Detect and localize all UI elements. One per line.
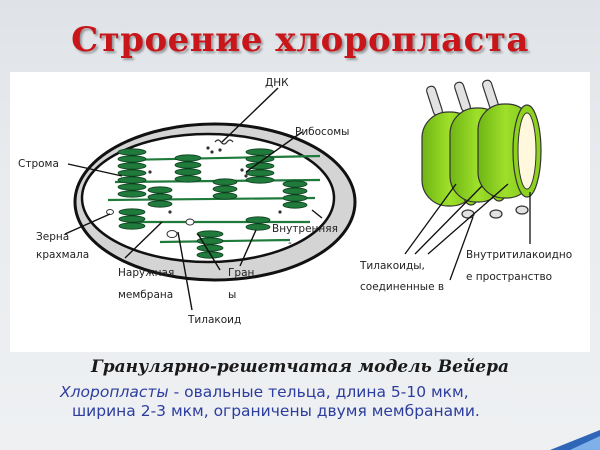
label-inner-membrane: Внутренняя <box>272 223 338 235</box>
model-title: Гранулярно-решетчатая модель Вейера <box>91 357 509 377</box>
chloroplast-section: ДНК Рибосомы Строма Внутренняя - Зерна к… <box>18 77 357 326</box>
label-intrathylakoid-1: Внутритилакоидно <box>466 249 572 261</box>
label-starch-1: Зерна <box>36 231 69 243</box>
slide-title: Строение хлоропласта <box>71 20 529 60</box>
label-stroma: Строма <box>18 158 59 170</box>
granum-stack-9 <box>245 216 271 231</box>
label-outer-membrane-1: Наружная <box>118 267 174 279</box>
chloroplast-diagram: ДНК Рибосомы Строма Внутренняя - Зерна к… <box>18 77 572 326</box>
leader-lines-right <box>404 183 531 281</box>
ribosome-dots <box>148 146 282 214</box>
next-slide-arrow-icon[interactable] <box>530 430 600 450</box>
label-grana-2: ы <box>228 289 236 301</box>
label-intrathylakoid-2: е пространство <box>466 271 552 283</box>
label-thylakoids-2: соединенные в <box>360 281 444 293</box>
leader-lines-left <box>64 87 323 311</box>
label-thylakoids-1: Тилакоиды, <box>359 260 425 272</box>
granum-stack-6 <box>245 148 275 184</box>
granum-stack-3 <box>147 186 173 208</box>
label-ribosomes: Рибосомы <box>295 126 349 138</box>
label-grana-1: Гран <box>228 267 254 279</box>
granum-stack-7 <box>282 180 308 209</box>
label-outer-membrane-2: мембрана <box>118 289 173 301</box>
description-line2: ширина 2-3 мкм, ограничены двумя мембран… <box>72 402 480 420</box>
granum-stack-4 <box>174 154 202 183</box>
granum-stack-8 <box>196 230 224 259</box>
dna-shape <box>214 139 234 145</box>
granum-model: Тилакоиды, соединенные в Внутритилакоидн… <box>359 79 572 293</box>
description-line1: - овальные тельца, длина 5-10 мкм, <box>168 383 469 401</box>
thylakoid-disc-3 <box>477 103 542 199</box>
label-thylakoid: Тилакоид <box>187 314 241 326</box>
description-term: Хлоропласты <box>60 383 169 401</box>
granum-stack-1 <box>117 148 147 198</box>
label-dna: ДНК <box>265 77 289 89</box>
granum-stack-5 <box>212 178 238 200</box>
granum-stack-2 <box>118 208 146 230</box>
description: Хлоропласты - овальные тельца, длина 5-1… <box>60 383 580 421</box>
label-starch-2: крахмала <box>36 249 89 261</box>
connector-tubes <box>426 79 529 219</box>
label-inner-membrane-cont: - <box>288 237 292 249</box>
stroma-lamellae <box>107 154 321 244</box>
diagram-panel: ДНК Рибосомы Строма Внутренняя - Зерна к… <box>10 72 590 352</box>
